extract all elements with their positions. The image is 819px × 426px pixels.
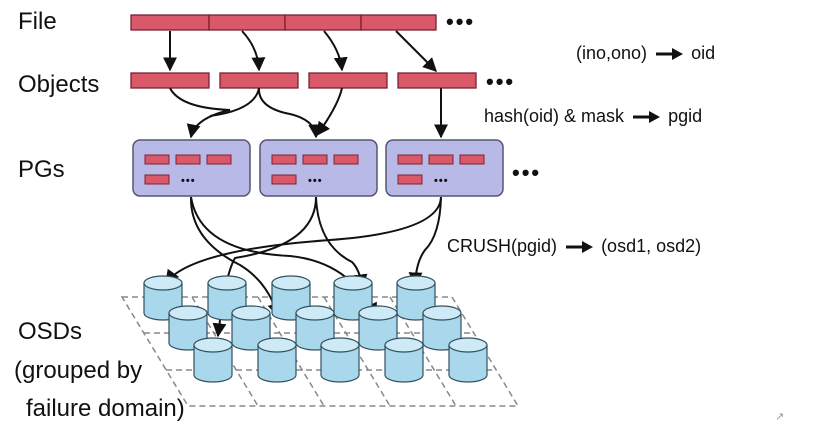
file-segment bbox=[130, 14, 210, 31]
placement-group: ••• bbox=[132, 139, 251, 197]
right-arrow-icon bbox=[633, 111, 661, 124]
pg-ellipsis: ••• bbox=[434, 175, 449, 187]
pg-object bbox=[428, 154, 454, 165]
osd-disk bbox=[320, 337, 360, 383]
placement-group: ••• bbox=[385, 139, 504, 197]
crush-equation: CRUSH(pgid) (osd1, osd2) bbox=[447, 236, 701, 256]
osds-grouping-label: (grouped by bbox=[14, 357, 143, 384]
osd-disks bbox=[143, 275, 488, 383]
crush-input: CRUSH(pgid) bbox=[447, 236, 558, 256]
oid-equation: (ino,ono) oid bbox=[576, 43, 715, 63]
pgid-input: hash(oid) & mask bbox=[484, 106, 625, 126]
object-segment bbox=[130, 72, 210, 89]
pg-object bbox=[271, 174, 297, 185]
pg-object bbox=[144, 154, 170, 165]
objects-ellipsis: ••• bbox=[486, 69, 516, 94]
osd-disk bbox=[257, 337, 297, 383]
osd-disk bbox=[448, 337, 488, 383]
osd-disk bbox=[231, 305, 271, 351]
pg-object bbox=[397, 174, 423, 185]
pgs-row: ••• ••• ••• bbox=[132, 139, 504, 197]
pgs-ellipsis: ••• bbox=[512, 160, 542, 185]
placement-group: ••• bbox=[259, 139, 378, 197]
object-segment bbox=[397, 72, 477, 89]
pg-box bbox=[132, 139, 251, 197]
oid-output: oid bbox=[691, 43, 716, 63]
pg-object bbox=[397, 154, 423, 165]
object-segment bbox=[219, 72, 299, 89]
file-segment bbox=[208, 14, 286, 31]
object-segment bbox=[308, 72, 388, 89]
file-segment bbox=[360, 14, 437, 31]
file-ellipsis: ••• bbox=[446, 9, 476, 34]
pg-object bbox=[206, 154, 232, 165]
osd-disk bbox=[384, 337, 424, 383]
objects-row bbox=[130, 72, 477, 89]
pg-object bbox=[333, 154, 359, 165]
oid-input: (ino,ono) bbox=[576, 43, 648, 63]
right-arrow-icon bbox=[656, 48, 684, 61]
pg-object bbox=[144, 174, 170, 185]
objects-label: Objects bbox=[18, 71, 100, 98]
pg-ellipsis: ••• bbox=[308, 175, 323, 187]
pg-ellipsis: ••• bbox=[181, 175, 196, 187]
failure-domain-label: failure domain) bbox=[26, 395, 185, 422]
pgs-label: PGs bbox=[18, 156, 65, 183]
pg-object bbox=[302, 154, 328, 165]
file-label: File bbox=[18, 8, 57, 35]
right-arrow-icon bbox=[566, 241, 594, 254]
pg-object bbox=[175, 154, 201, 165]
corner-mark: ↗ bbox=[775, 411, 785, 423]
osds-label: OSDs bbox=[18, 318, 83, 345]
pg-object bbox=[459, 154, 485, 165]
pg-object bbox=[271, 154, 297, 165]
file-bar bbox=[130, 14, 437, 31]
pgid-equation: hash(oid) & mask pgid bbox=[484, 106, 702, 126]
file-segment bbox=[284, 14, 362, 31]
crush-output: (osd1, osd2) bbox=[601, 236, 702, 256]
pg-box bbox=[259, 139, 378, 197]
pgid-output: pgid bbox=[668, 106, 703, 126]
pg-box bbox=[385, 139, 504, 197]
osd-disk bbox=[193, 337, 233, 383]
